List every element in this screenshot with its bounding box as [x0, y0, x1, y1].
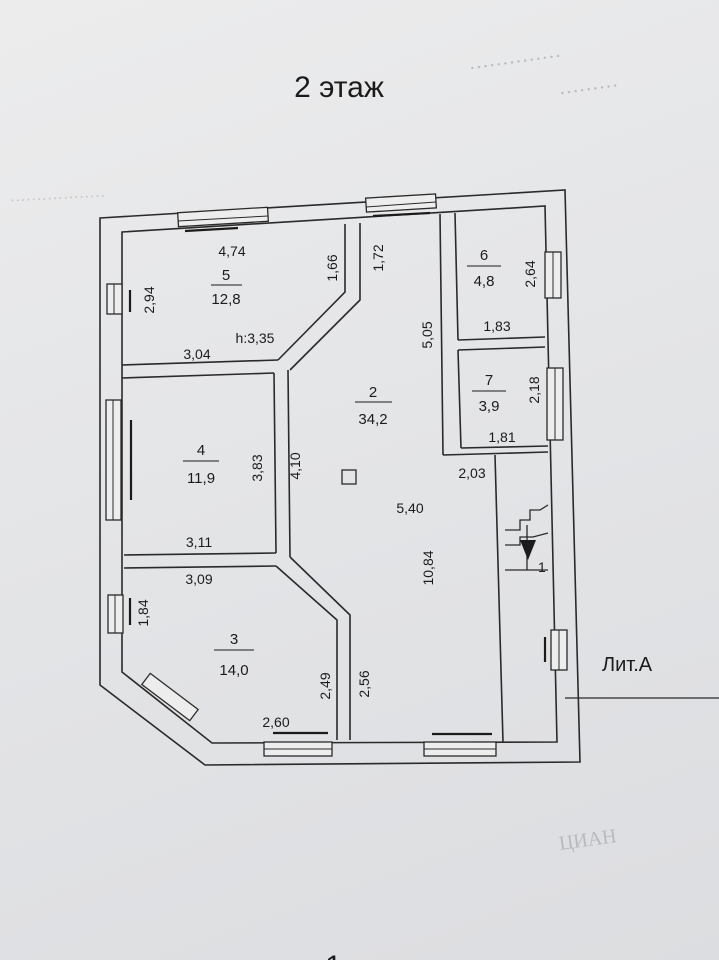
room-area: 11,9	[187, 470, 215, 487]
dim-hall-partition: 5,05	[419, 321, 435, 348]
dim-room3-left: 1,84	[135, 599, 151, 626]
dim-room3-right: 2,49	[317, 672, 333, 699]
dim-room6-height: 2,64	[522, 260, 538, 287]
ceiling-height: h:3,35	[236, 330, 275, 346]
svg-text:··············: ··············	[468, 45, 563, 80]
dim-stair-width: 2,03	[458, 465, 485, 481]
dim-hall-bottom: 2,56	[356, 670, 372, 697]
svg-text:·········: ·········	[558, 75, 620, 105]
room-7-label: 7 3,9	[472, 372, 506, 415]
next-floor-title: 1 этаж	[325, 950, 415, 960]
dim-room7-width: 1,81	[488, 429, 515, 445]
room-6-label: 6 4,8	[467, 247, 501, 290]
dim-hall-top: 1,72	[370, 244, 386, 271]
dimension-labels: 4,74 3,04 h:3,35 1,83 1,81 2,03 5,40 3,1…	[183, 243, 515, 730]
dim-room6-width: 1,83	[483, 318, 510, 334]
room-5-label: 5 12,8	[211, 267, 242, 308]
stair-direction-arrow	[520, 540, 536, 560]
room-2-label: 2 34,2	[355, 384, 392, 428]
dim-hall-length: 10,84	[420, 550, 436, 585]
room-area: 4,8	[474, 273, 495, 290]
room-number: 3	[230, 631, 238, 648]
dim-room4-bottom: 3,11	[186, 534, 212, 550]
dim-room5-width: 4,74	[218, 243, 245, 259]
dim-room5-height: 2,94	[141, 286, 157, 313]
dim-room7-height: 2,18	[526, 376, 542, 403]
column-marker	[341, 469, 357, 485]
dim-hall-width: 5,40	[396, 500, 423, 516]
room-number: 7	[485, 372, 493, 389]
room-area: 3,9	[479, 398, 500, 415]
room-number: 5	[222, 267, 230, 284]
window-marks	[128, 211, 547, 736]
building-label: Лит.А	[602, 654, 653, 676]
room-number: 2	[369, 384, 377, 401]
stair-marker: 1	[538, 559, 546, 575]
svg-text:··················: ··················	[9, 187, 106, 209]
dim-room3-bottom: 2,60	[262, 714, 289, 730]
room-area: 12,8	[211, 291, 240, 308]
window-sashes	[112, 201, 560, 750]
dim-room5-bottom: 3,04	[183, 346, 210, 362]
room-area: 34,2	[358, 411, 387, 428]
room-number: 4	[197, 442, 205, 459]
watermark: ЦИАН	[558, 825, 618, 855]
floor-title: 2 этаж	[294, 71, 384, 104]
room-number: 6	[480, 247, 488, 264]
dim-corridor: 4,10	[287, 452, 303, 479]
dim-room5-side: 1,66	[324, 254, 340, 281]
bleed-through-text: ·············· ········· ···············…	[9, 45, 620, 855]
dimension-labels-vertical: 2,94 1,66 1,72 2,64 5,05 2,18 3,83 4,10 …	[135, 244, 542, 699]
dim-room3-top: 3,09	[185, 571, 212, 587]
outer-walls	[99, 189, 581, 766]
dim-room4-height: 3,83	[249, 454, 265, 481]
room-4-label: 4 11,9	[183, 442, 219, 487]
room-3-label: 3 14,0	[214, 631, 254, 679]
interior-walls	[121, 212, 549, 743]
room-area: 14,0	[219, 662, 248, 679]
